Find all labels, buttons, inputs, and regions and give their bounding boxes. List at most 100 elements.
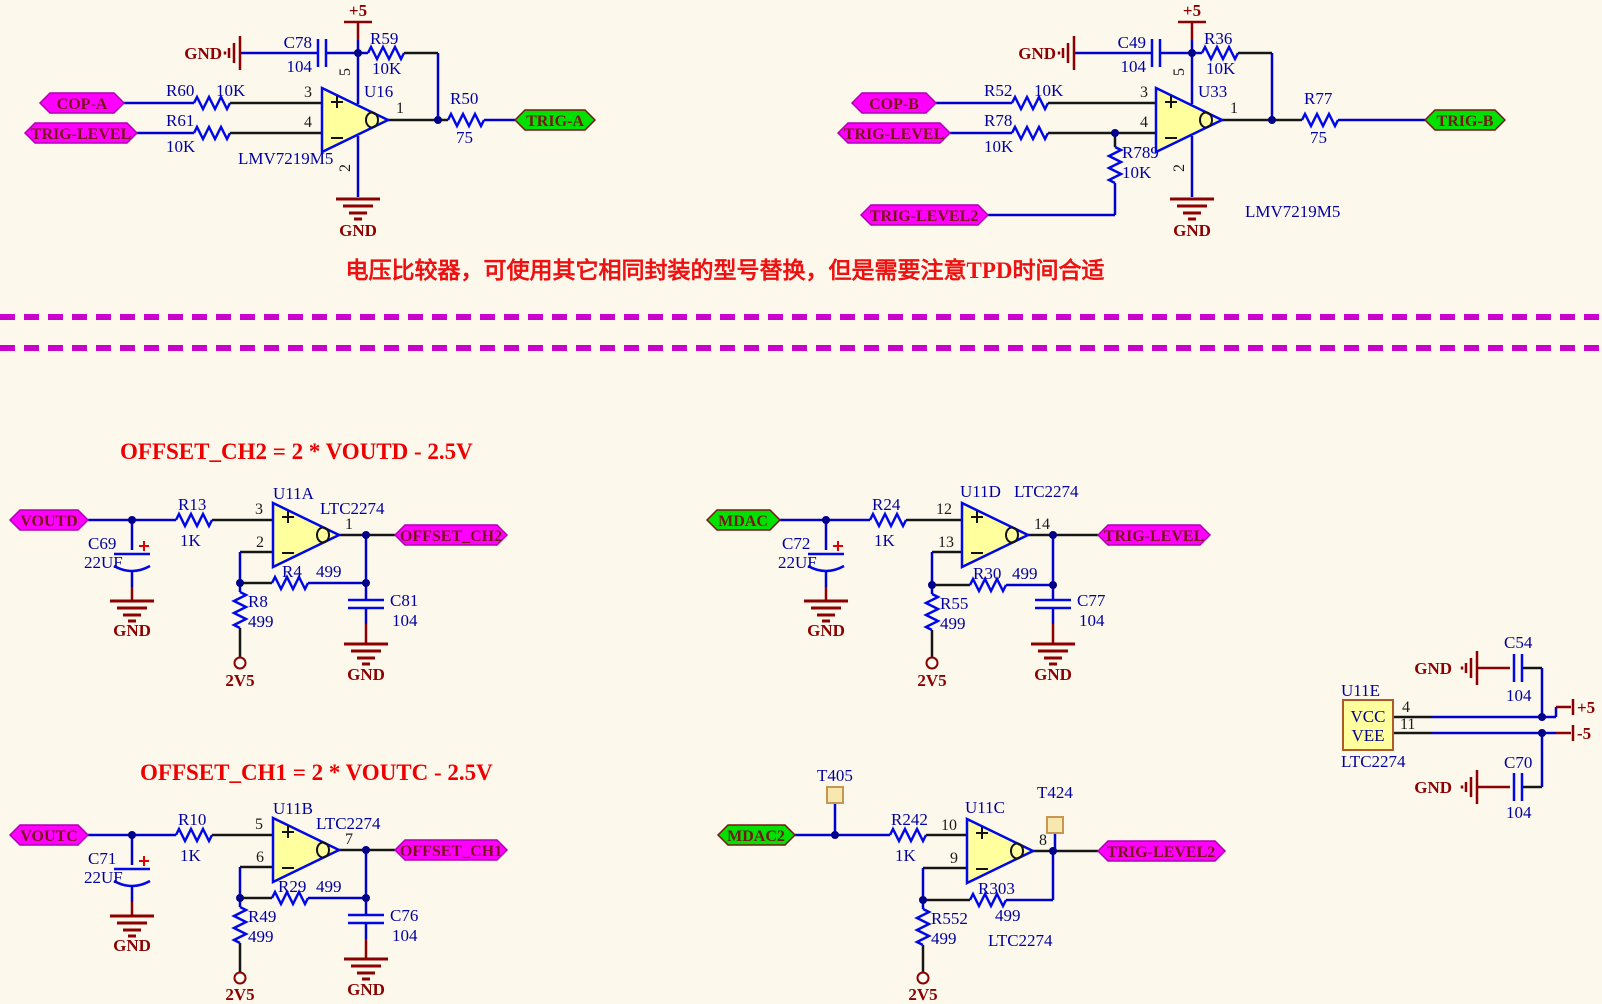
r52-value: 10K <box>1034 81 1064 100</box>
junction-dot <box>1538 729 1546 737</box>
wires <box>795 803 1098 972</box>
c81-value: 104 <box>392 611 418 630</box>
polarity-plus-icon <box>833 541 843 551</box>
trig-level-out-flag <box>1096 524 1212 546</box>
c49-value: 104 <box>1121 57 1147 76</box>
c72-capacitor <box>807 564 845 573</box>
r60-value: 10K <box>216 81 246 100</box>
t405-label: T405 <box>817 766 853 785</box>
pin10-number: 10 <box>941 817 957 834</box>
gnd-symbol <box>223 34 242 72</box>
junction-dot <box>128 831 136 839</box>
minus5-label: -5 <box>1577 724 1591 743</box>
mdac2-label: MDAC2 <box>727 828 785 845</box>
junction-dot <box>236 894 244 902</box>
c69-value: 22UF <box>84 553 123 572</box>
gnd-earth-symbol <box>342 957 390 981</box>
2v5-terminal <box>233 971 247 985</box>
u11d-opamp-symbol <box>960 501 1030 569</box>
junction-dot <box>1111 129 1119 137</box>
u11c-ref: U11C <box>965 798 1005 817</box>
r36-ref: R36 <box>1204 29 1232 48</box>
wires <box>936 22 1425 217</box>
r61-ref: R61 <box>166 111 194 130</box>
r303-value: 499 <box>995 906 1021 925</box>
junction-dot <box>362 894 370 902</box>
r13-value: 1K <box>180 531 202 550</box>
pin1-number: 1 <box>1230 100 1238 117</box>
r10-value: 1K <box>180 846 202 865</box>
junction-dot <box>236 579 244 587</box>
r55-resistor <box>924 592 940 632</box>
r789-ref: R789 <box>1122 143 1159 162</box>
voutc-label: VOUTC <box>20 828 77 845</box>
r55-value: 499 <box>940 614 966 633</box>
gnd-symbol <box>1057 34 1076 72</box>
junction-dot <box>822 516 830 524</box>
gnd-earth-symbol <box>342 642 390 666</box>
junction-dot <box>831 831 839 839</box>
gnd-earth-symbol <box>334 197 382 221</box>
plus5-label: +5 <box>1183 1 1201 20</box>
r10-resistor <box>174 827 214 843</box>
t424-testpoint <box>1046 816 1064 834</box>
u33-ref: U33 <box>1198 82 1227 101</box>
trig-a-label: TRIG-A <box>526 113 584 130</box>
r8-resistor <box>232 590 248 630</box>
r77-ref: R77 <box>1304 89 1333 108</box>
trig-b-label: TRIG-B <box>1437 113 1494 130</box>
pin5-number: 5 <box>255 816 263 833</box>
gnd-earth-symbol <box>1029 642 1077 666</box>
r50-value: 75 <box>456 128 473 147</box>
pin14-number: 14 <box>1034 516 1050 533</box>
c76-value: 104 <box>392 926 418 945</box>
pin4-number: 4 <box>304 114 312 131</box>
r61-resistor <box>192 125 232 141</box>
c54-value: 104 <box>1506 686 1532 705</box>
plus5-label: +5 <box>349 1 367 20</box>
cop-a-flag <box>38 92 126 114</box>
gnd-label: GND <box>184 44 222 63</box>
c77-ref: C77 <box>1077 591 1106 610</box>
r36-value: 10K <box>1206 59 1236 78</box>
plus5-label: +5 <box>1577 698 1595 717</box>
c78-ref: C78 <box>284 33 312 52</box>
pin2-number: 2 <box>256 534 264 551</box>
pin11-number: 11 <box>1400 716 1415 733</box>
junction-dot <box>362 846 370 854</box>
r303-ref: R303 <box>978 879 1015 898</box>
u11c-part: LTC2274 <box>988 931 1053 950</box>
junction-dot <box>362 579 370 587</box>
comparator-a-circuit: +5 GND C78 104 R59 10K COP-A R60 10K TRI… <box>23 1 597 240</box>
comparator-note: 电压比较器，可使用其它相同封装的型号替换，但是需要注意TPD时间合适 <box>346 257 1105 283</box>
polarity-plus-icon <box>139 541 149 551</box>
junction-dot <box>362 531 370 539</box>
c72-ref: C72 <box>782 534 810 553</box>
r49-value: 499 <box>248 927 274 946</box>
c78-capacitor <box>316 37 328 69</box>
2v5-label: 2V5 <box>225 671 254 690</box>
r789-value: 10K <box>1122 163 1152 182</box>
voutc-flag <box>8 824 90 846</box>
junction-dot <box>928 581 936 589</box>
r552-resistor <box>915 907 931 947</box>
r24-ref: R24 <box>872 495 901 514</box>
r59-resistor <box>366 45 406 61</box>
r78-resistor <box>1010 125 1050 141</box>
c49-capacitor <box>1150 37 1162 69</box>
pin12-number: 12 <box>936 501 952 518</box>
gnd-earth-symbol <box>108 599 156 623</box>
u33-part: LMV7219M5 <box>1245 202 1340 221</box>
r8-value: 499 <box>248 612 274 631</box>
gnd-label: GND <box>347 665 385 684</box>
u11c-opamp-symbol <box>965 817 1035 885</box>
c77-value: 104 <box>1079 611 1105 630</box>
pin3-number: 3 <box>1140 84 1148 101</box>
r50-ref: R50 <box>450 89 478 108</box>
c81-ref: C81 <box>390 591 418 610</box>
trig-level2-out-label: TRIG-LEVEL2 <box>1107 844 1215 861</box>
trig-level-out-label: TRIG-LEVEL <box>1104 528 1204 545</box>
r242-resistor <box>888 827 928 843</box>
pin8-number: 8 <box>1039 832 1047 849</box>
